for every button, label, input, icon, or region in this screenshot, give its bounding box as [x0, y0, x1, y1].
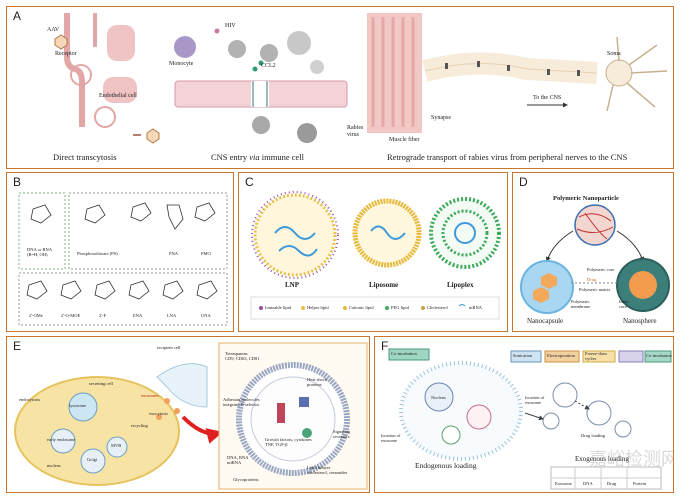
exo-label-signaling: Signaling receptors: [333, 429, 351, 439]
secreting-cell-label: secreting cell: [89, 381, 113, 386]
panel-f-illustration: [388, 348, 672, 490]
exo-label-glycoproteins: Glycoproteins: [233, 477, 259, 482]
b-label-2omoe: 2'-O-MOE: [61, 313, 81, 318]
exo-label-adhesion: Adhesion molecules integrins, P-selectin: [223, 397, 260, 407]
b-label-ps: Phosphorothioate (PS): [77, 251, 118, 256]
lnp-label: LNP: [285, 281, 299, 289]
endothelial-cell-label: Endothelial cell: [99, 93, 137, 99]
caption-cns-entry: CNS entry via immune cell: [211, 152, 305, 162]
b-label-pna: PNA: [169, 251, 179, 256]
liposome-label: Liposome: [369, 281, 399, 289]
nucleus-label: Nucleus: [431, 395, 446, 400]
b-label-pmo: PMO: [201, 251, 211, 256]
lipoplex-label: Lipoplex: [447, 281, 474, 289]
b-label-2ome: 2'-OMe: [29, 313, 43, 318]
panel-c-nanoparticles: [250, 191, 501, 320]
receptor-label: Receptor: [55, 51, 77, 57]
synapse-label: Synapse: [431, 115, 451, 121]
muscle-fiber-label: Muscle fiber: [389, 137, 420, 143]
hiv-label: HIV: [225, 23, 236, 29]
b-label-una: UNA: [201, 313, 211, 318]
polymeric-core-label: Polymeric core: [587, 267, 615, 272]
endocytosis-label: endocytosis: [19, 397, 41, 402]
legend-cationic-lipid: Cationic lipid: [349, 305, 374, 310]
watermark: 嘉峪检测网: [589, 449, 674, 470]
panel-a-illustration: [54, 13, 668, 144]
table-label-exosome: Exosome: [555, 481, 572, 486]
panel-f: F Co-incubation Sonication Electroporati…: [374, 336, 674, 493]
inner-label-recycling: recycling: [131, 423, 148, 428]
b-label-dna-rna: DNA or RNA (R=H, OH): [27, 247, 53, 257]
b-label-lna: LNA: [167, 313, 177, 318]
recipient-cell-label: recipient cell: [157, 345, 181, 350]
legend-mrna: mRNA: [469, 305, 483, 310]
polymeric-nanoparticle-title: Polymeric Nanoparticle: [553, 195, 619, 202]
table-label-drug: Drug: [607, 481, 617, 486]
legend-cholesterol: Cholesterol: [427, 305, 448, 310]
exo-label-tetraspanins: Tetraspanins CD9, CD63, CD81: [225, 351, 260, 361]
exo-label-lipid: Lipid bilayer cholesterol, ceramides: [307, 465, 348, 475]
panel-e-label: E: [13, 339, 22, 353]
panel-d-label: D: [519, 175, 528, 189]
inner-core-label: Inner core: [619, 299, 629, 309]
location-exosome-label-left: location of exosome: [381, 433, 401, 443]
to-cns-label: To the CNS: [533, 95, 562, 101]
aav-label: AAV: [47, 27, 60, 33]
drug-label: Drug: [587, 277, 597, 282]
b-label-2f: 2'-F: [99, 313, 107, 318]
panel-c: C LNP Liposome Lipoplex Ionizable lipid …: [238, 172, 508, 332]
inner-label-golgi: Golgi: [87, 457, 98, 462]
panel-b-label: B: [13, 175, 22, 189]
panel-b: B DNA or RNA (R=H, OH) Phosphorothioate …: [6, 172, 234, 332]
flow-step-co-incubation-1: Co-incubation: [391, 351, 417, 356]
soma-label: Soma: [607, 51, 621, 57]
caption-direct-transcytosis: Direct transcytosis: [53, 152, 117, 162]
nanocapsule-label: Nanocapsule: [527, 317, 564, 325]
flow-step-sonication: Sonication: [513, 353, 533, 358]
b-label-ena: ENA: [133, 313, 143, 318]
caption-retrograde-transport: Retrograde transport of rabies virus fro…: [387, 152, 628, 162]
location-exosome-label-right: location of exosome: [525, 395, 545, 405]
rabies-virus-label: Rabies virus: [347, 125, 364, 138]
panel-c-label: C: [245, 175, 254, 189]
table-label-protein: Protein: [633, 481, 646, 486]
inner-label-early-endosome: early endosome: [47, 437, 76, 442]
flow-step-freeze-thaw: Freeze-thaw cycles: [585, 351, 608, 361]
legend-helper-lipid: Helper lipid: [307, 305, 329, 310]
monocyte-label: Monocyte: [169, 61, 194, 67]
polymeric-matrix-label: Polymeric matrix: [579, 287, 611, 292]
exocytosis-label: exocytosis: [149, 411, 168, 416]
exo-label-growth-factors: Growth factors, cytokines TNF, TGF-β: [265, 437, 312, 447]
panel-e: E recipient cell secreting cell endocyto…: [6, 336, 370, 493]
inner-label-mvb: MVB: [111, 443, 122, 448]
panel-a-label: A: [13, 9, 22, 23]
panel-f-label: F: [381, 339, 389, 353]
drug-loading-label: Drug loading: [581, 433, 605, 438]
endogenous-loading-label: Endogenous loading: [415, 461, 477, 470]
panel-e-illustration: [14, 342, 368, 490]
legend-ionizable-lipid: Ionizable lipid: [265, 305, 292, 310]
panel-b-structures: [18, 192, 228, 326]
polymeric-membrane-label: Polymeric membrane: [571, 299, 590, 309]
exo-label-nucleic-acids: DNA, RNA miRNA: [227, 455, 249, 465]
table-label-dna: DNA: [583, 481, 593, 486]
panel-a: A: [6, 6, 674, 169]
exo-label-heat-shock: Heat shock proteins: [307, 377, 328, 387]
exosomes-label: exosomes: [141, 393, 159, 398]
panel-d-nanoparticles: [520, 204, 670, 314]
exogenous-loading-label: Exogenous loading: [575, 455, 629, 463]
nanosphere-label: Nanosphere: [623, 317, 657, 325]
inner-label-lysosome: lysosome: [69, 403, 87, 408]
flow-step-co-incubation-2: Co-incubation: [646, 353, 672, 358]
panel-d: D Polymeric Nanoparticle Polymeric core …: [512, 172, 674, 332]
ccl2-label: CCL2: [261, 63, 276, 69]
flow-step-electroporation: Electroporation: [547, 353, 575, 358]
inner-label-nucleus: nucleus: [47, 463, 61, 468]
legend-peg-lipid: PEG lipid: [391, 305, 409, 310]
